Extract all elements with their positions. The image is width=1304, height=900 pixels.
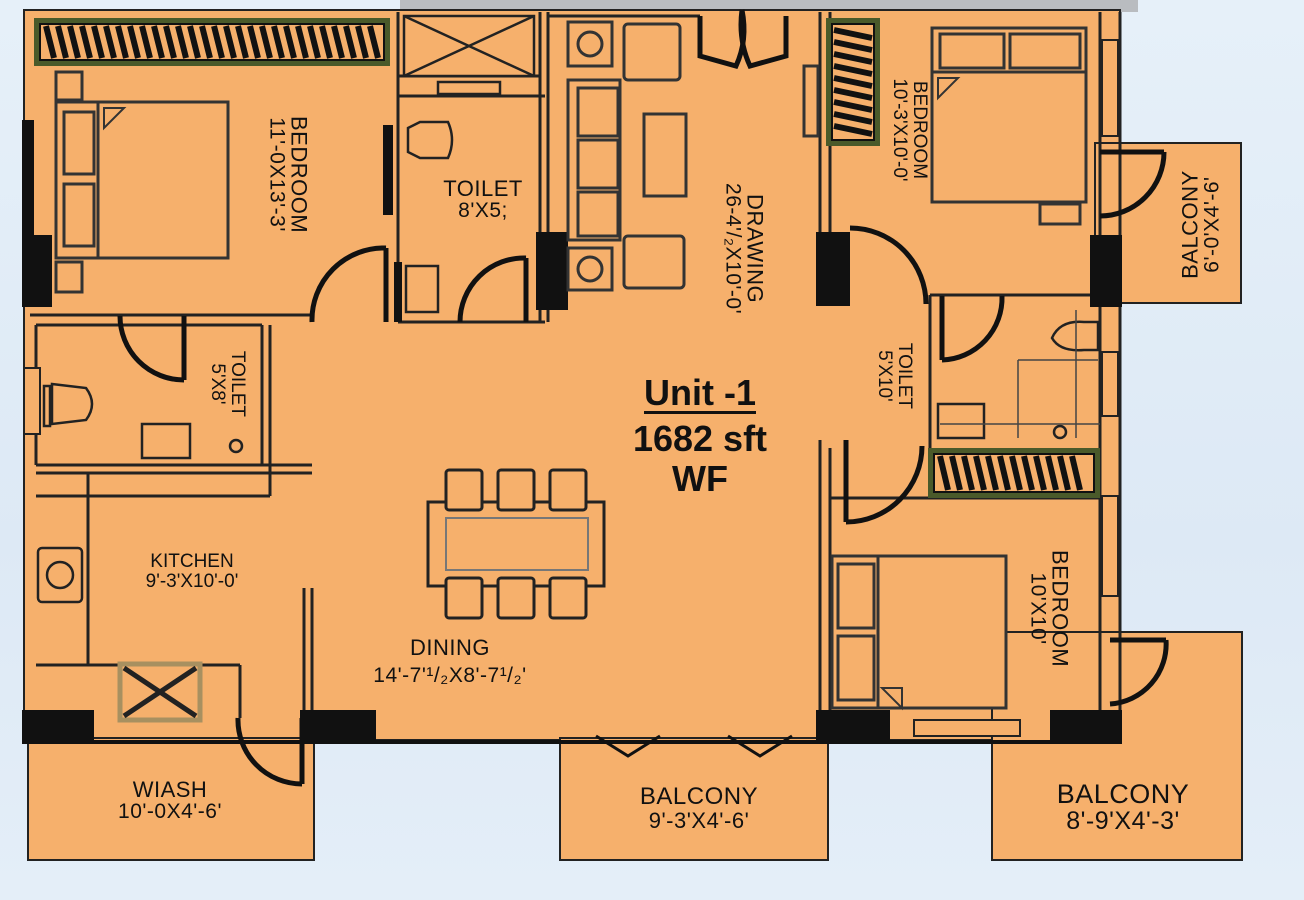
room-name: KITCHEN: [150, 551, 234, 572]
room-name: BEDROOM: [908, 80, 930, 180]
wardrobe-right: [928, 448, 1100, 498]
room-dimension: 26-4'/₂X10'-0': [721, 183, 745, 315]
room-name: WIASH: [132, 777, 208, 802]
unit-facing: WF: [672, 457, 728, 499]
room-dimension: 10'-3'X10'-0': [889, 78, 910, 182]
kitchen-label: KITCHEN 9'-3'X10'-0': [112, 552, 272, 592]
balcony-bottom-right-label: BALCONY 8'-9'X4'-3': [1038, 780, 1208, 835]
room-name: BALCONY: [639, 783, 759, 810]
room-dimension: 14'-7'¹/₂X8'-7¹/₂': [373, 664, 527, 688]
room-name: BALCONY: [1177, 170, 1203, 279]
room-name: BEDROOM: [1047, 549, 1073, 668]
wardrobe-top-right: [826, 18, 880, 146]
room-dimension: 8'-9'X4'-3': [1066, 807, 1180, 836]
room-name: TOILET: [443, 176, 523, 201]
toilet-right-label: TOILET 5'X10': [874, 331, 915, 421]
room-name: BALCONY: [1056, 779, 1190, 809]
wardrobes: [34, 18, 1100, 498]
toilet-right-dimensions: [940, 310, 1100, 438]
bedroom-top-right-label: BEDROOM 10'-3'X10'-0': [889, 55, 930, 205]
room-dimension: 9'-3'X10'-0': [145, 570, 239, 592]
room-name: DRAWING: [742, 194, 768, 304]
bedroom-left-label: BEDROOM 11'-0X13'-3': [265, 85, 312, 265]
bed-top-right: [930, 26, 1088, 226]
wardrobe-top-left: [34, 18, 390, 66]
wash-label: WIASH 10'-0X4'-6': [90, 778, 250, 823]
balcony-mid-label: BALCONY 9'-3'X4'-6': [614, 784, 784, 832]
toilet-left-label: TOILET 5'X8': [207, 339, 248, 429]
room-dimension: 11'-0X13'-3': [265, 117, 289, 232]
unit-info: Unit -1 1682 sft WF: [600, 374, 800, 497]
balcony-mid-floor: [559, 737, 829, 861]
door-swings: [117, 9, 1169, 787]
unit-title: Unit -1: [644, 372, 756, 413]
room-dimension: 10'-0X4'-6': [118, 800, 222, 824]
dining-label: DINING 14'-7'¹/₂X8'-7¹/₂': [330, 636, 570, 687]
bed-bottom-right: [830, 554, 1008, 711]
bedroom-bottom-right-label: BEDROOM 10'X10': [1026, 544, 1073, 674]
room-dimension: 6'-0'X4'-6': [1200, 176, 1224, 273]
dining-table: [426, 468, 606, 620]
toilet-fixtures: [36, 14, 1100, 723]
columns: [22, 120, 1122, 744]
room-name: BEDROOM: [286, 115, 312, 234]
room-name: DINING: [410, 635, 490, 660]
room-dimension: 10'X10': [1026, 572, 1050, 645]
balcony-br-floor: [991, 631, 1243, 861]
wash-floor: [27, 737, 315, 861]
unit-area: 1682 sft: [632, 417, 768, 459]
toilet-top-label: TOILET 8'X5;: [428, 177, 538, 222]
room-dimension: 5'X8': [207, 363, 228, 405]
balcony-right-label: BALCONY 6'-0'X4'-6': [1177, 160, 1224, 290]
windows: [23, 39, 1119, 737]
beds: [54, 26, 1088, 711]
room-dimension: 9'-3'X4'-6': [648, 808, 750, 834]
drawing-furniture: [566, 20, 820, 292]
bed-left: [54, 70, 230, 294]
room-dimension: 5'X10': [874, 350, 895, 402]
room-name: TOILET: [893, 342, 915, 410]
room-name: TOILET: [226, 350, 248, 418]
drawing-label: DRAWING 26-4'/₂X10'-0': [721, 159, 768, 339]
room-dimension: 8'X5;: [458, 199, 508, 223]
